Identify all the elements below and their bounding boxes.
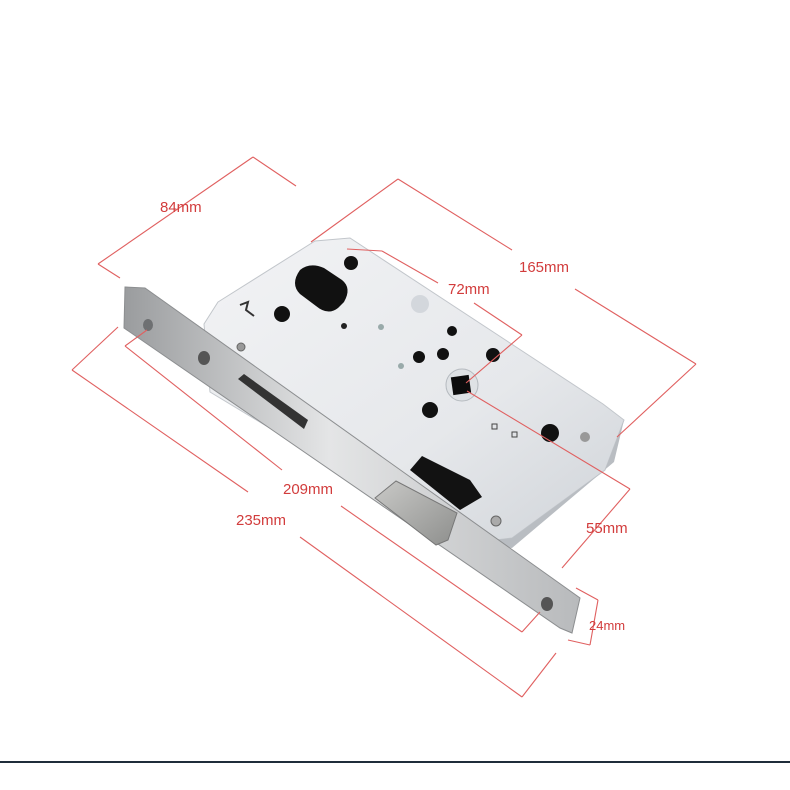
cylinder-cutout (295, 265, 348, 312)
follower-hole (445, 368, 479, 402)
dim-label-24: 24mm (589, 618, 625, 633)
dim-label-84: 84mm (160, 199, 202, 216)
lock-case (203, 237, 625, 548)
bolt-slot (238, 374, 308, 429)
dim-label-55: 55mm (586, 520, 628, 537)
dim-label-235: 235mm (236, 512, 286, 529)
latch-bolt (374, 480, 458, 546)
faceplate (123, 286, 581, 634)
dim-label-209: 209mm (283, 481, 333, 498)
footer-rule (0, 761, 790, 763)
dim-label-72: 72mm (448, 281, 490, 298)
dimension-lines (71, 156, 697, 698)
dim-label-165: 165mm (519, 259, 569, 276)
